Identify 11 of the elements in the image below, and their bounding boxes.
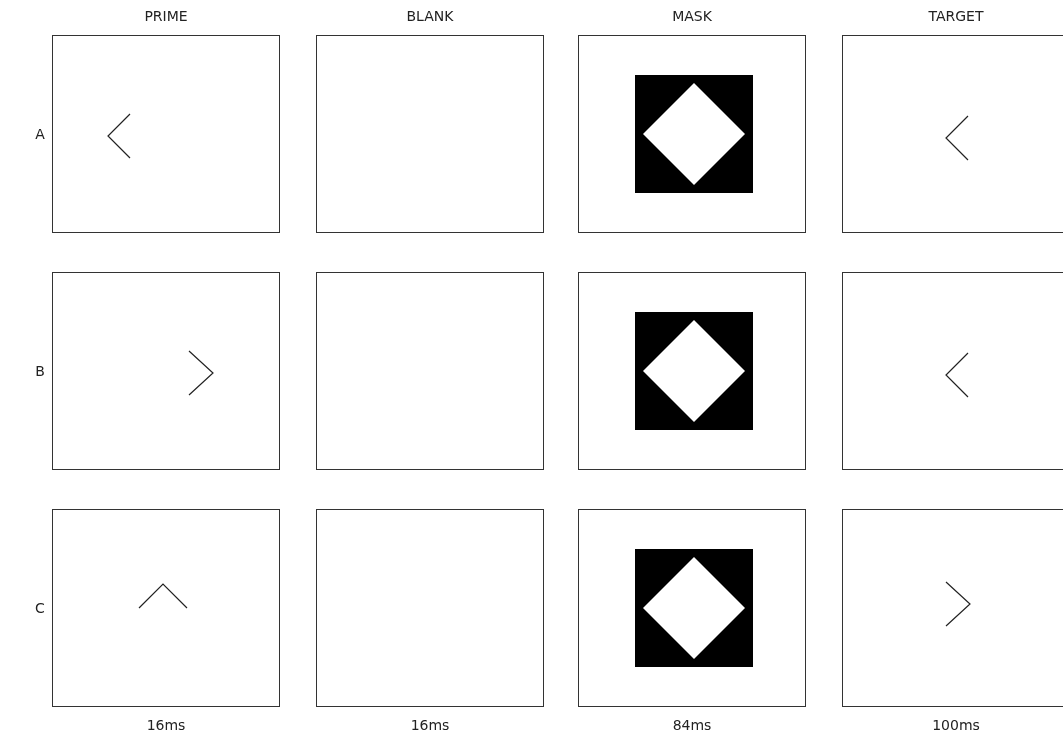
- duration-label: 84ms: [672, 717, 712, 733]
- duration-label: 16ms: [146, 717, 186, 733]
- row-label: B: [35, 363, 45, 379]
- column-heading: TARGET: [928, 8, 984, 24]
- column-heading: PRIME: [144, 8, 188, 24]
- column-heading: BLANK: [406, 8, 454, 24]
- row-label: C: [35, 600, 45, 616]
- duration-label: 16ms: [410, 717, 450, 733]
- row-label: A: [35, 126, 45, 142]
- duration-label: 100ms: [932, 717, 980, 733]
- column-heading: MASK: [672, 8, 712, 24]
